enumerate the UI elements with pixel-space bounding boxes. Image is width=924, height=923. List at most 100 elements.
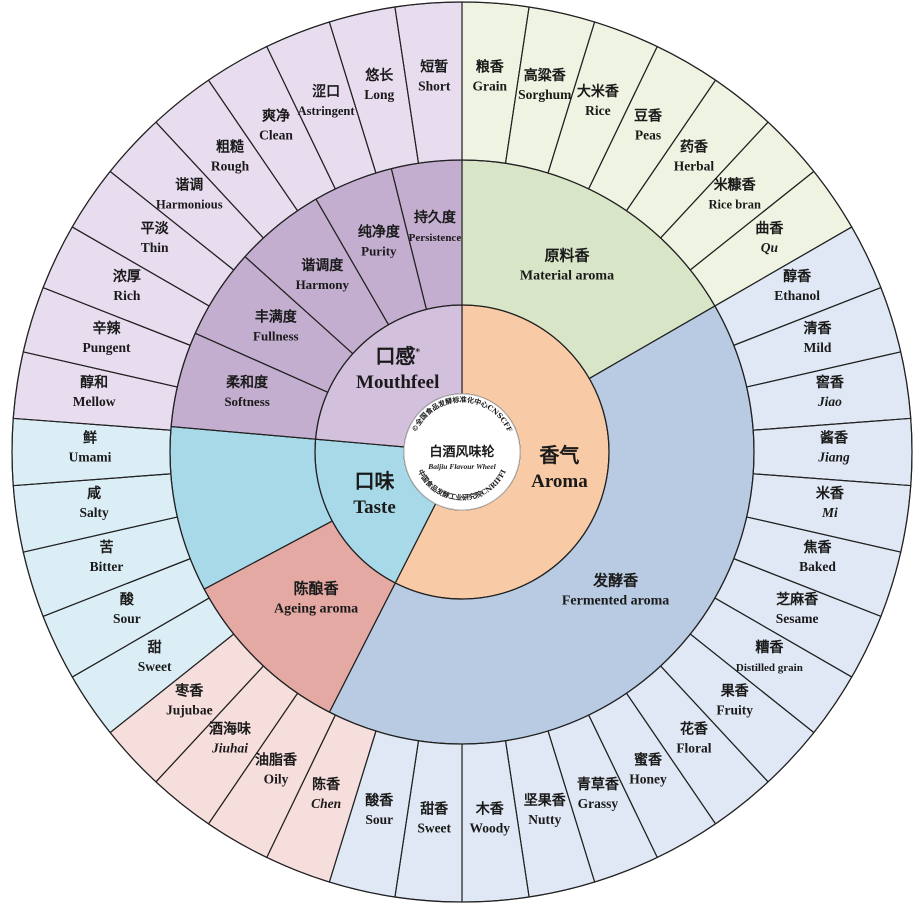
outer-label-en: Grain: [473, 79, 508, 94]
outer-label-en: Honey: [629, 772, 667, 787]
outer-label-cn: 酸香: [365, 792, 394, 809]
divider-line: [203, 520, 333, 590]
outer-label-cn: 枣香: [174, 683, 204, 700]
divider-line: [390, 168, 427, 310]
outer-label-cn: 花香: [680, 720, 709, 737]
middle-label-en: Fullness: [253, 329, 299, 344]
outer-label-cn: 爽净: [262, 107, 290, 124]
divider-line: [504, 6, 530, 164]
outer-label-en: Rich: [113, 288, 140, 303]
outer-label-cn: 焦香: [802, 539, 832, 556]
wheel-subtitle: Baijiu Flavour Wheel: [427, 462, 496, 471]
divider-line: [626, 692, 716, 825]
outer-label-cn: 苦: [100, 539, 114, 556]
divider-line: [660, 665, 769, 783]
divider-line: [714, 226, 852, 307]
outer-label-cn: 鲜: [83, 430, 97, 447]
outer-label-en: Mellow: [73, 394, 116, 409]
outer-label-en: Distilled grain: [736, 662, 803, 674]
outer-label-en: Mild: [804, 340, 832, 355]
outer-label-en: Clean: [259, 127, 293, 142]
inner-label-en: Mouthfeel: [356, 372, 439, 393]
divider-line: [588, 46, 658, 190]
outer-label-en: Herbal: [674, 159, 715, 174]
outer-label-cn: 果香: [720, 683, 750, 700]
outer-label-cn: 浓厚: [113, 268, 141, 285]
outer-label-cn: 短暂: [420, 59, 448, 76]
outer-label-en: Fruity: [716, 703, 753, 718]
outer-label-cn: 甜: [148, 639, 162, 656]
outer-label-cn: 药香: [680, 139, 709, 156]
outer-label-cn: 粗糙: [216, 139, 244, 156]
divider-line: [689, 170, 815, 271]
wheel-segments: [11, 1, 913, 903]
outer-label-cn: 酒海味: [209, 720, 251, 737]
divider-line: [155, 121, 264, 239]
outer-label-cn: 辛辣: [93, 320, 122, 337]
outer-label-cn: 大米香: [577, 83, 620, 100]
outer-label-cn: 曲香: [755, 220, 784, 237]
divider-line: [23, 351, 178, 388]
outer-label-en: Ethanol: [774, 288, 820, 303]
divider-line: [504, 740, 530, 898]
middle-label-cn: 持久度: [414, 209, 457, 226]
outer-label-cn: 甜香: [420, 800, 449, 817]
outer-label-en: Chen: [311, 796, 341, 811]
outer-label-en: Peas: [635, 127, 661, 142]
middle-label-cn: 纯净度: [358, 224, 401, 241]
outer-label-cn: 芝麻香: [776, 591, 819, 608]
outer-label-cn: 米糠香: [714, 176, 757, 193]
divider-line: [266, 714, 336, 858]
middle-label-cn: 柔和度: [225, 374, 269, 391]
outer-label-cn: 醇香: [783, 268, 812, 285]
divider-line: [109, 633, 235, 734]
outer-label-en: Nutty: [528, 812, 561, 827]
outer-label-cn: 陈香: [312, 776, 341, 793]
inner-label-cn: 口味: [355, 469, 395, 493]
outer-label-cn: 平淡: [141, 221, 170, 237]
outer-label-cn: 豆香: [634, 107, 663, 124]
ring-line: [169, 159, 755, 745]
outer-label-cn: 涩口: [312, 84, 340, 100]
divider-line: [746, 351, 901, 388]
divider-line: [589, 305, 716, 379]
divider-line: [315, 438, 405, 448]
outer-label-cn: 粮香: [476, 59, 505, 76]
outer-label-en: Salty: [80, 505, 110, 520]
middle-label-en: Fermented aroma: [562, 594, 669, 609]
divider-line: [171, 426, 316, 440]
divider-line: [315, 198, 389, 325]
inner-label-en: Aroma: [531, 471, 588, 492]
middle-label-cn: 发酵香: [592, 572, 638, 590]
divider-line: [208, 692, 298, 825]
outer-label-en: Long: [364, 87, 394, 102]
outer-label-en: Bitter: [90, 559, 124, 574]
middle-label-en: Material aroma: [520, 269, 614, 284]
outer-label-en: Oily: [264, 772, 289, 787]
divider-line: [266, 46, 336, 190]
divider-line: [13, 417, 171, 431]
outer-label-en: Rough: [211, 159, 250, 174]
outer-label-en: Floral: [676, 740, 711, 755]
asterisk-mark: *: [415, 348, 420, 358]
wheel-dividers: [11, 1, 913, 903]
outer-label-cn: 窖香: [816, 374, 845, 391]
divider-line: [746, 516, 901, 553]
divider-line: [328, 21, 377, 174]
wheel-title: 白酒风味轮: [429, 444, 494, 460]
outer-label-en: Grassy: [578, 796, 619, 811]
divider-line: [42, 558, 191, 617]
middle-label-en: Harmony: [296, 277, 350, 292]
middle-label-en: Purity: [361, 244, 397, 259]
middle-label-cn: 陈酿香: [294, 580, 339, 598]
divider-line: [714, 597, 852, 678]
center-disc: [403, 393, 521, 511]
divider-line: [394, 6, 420, 164]
divider-line: [195, 332, 328, 393]
outer-label-en: Baked: [799, 559, 836, 574]
outer-label-en: Sorghum: [518, 87, 572, 102]
divider-line: [208, 79, 298, 212]
outer-label-en: Jiang: [817, 450, 850, 465]
